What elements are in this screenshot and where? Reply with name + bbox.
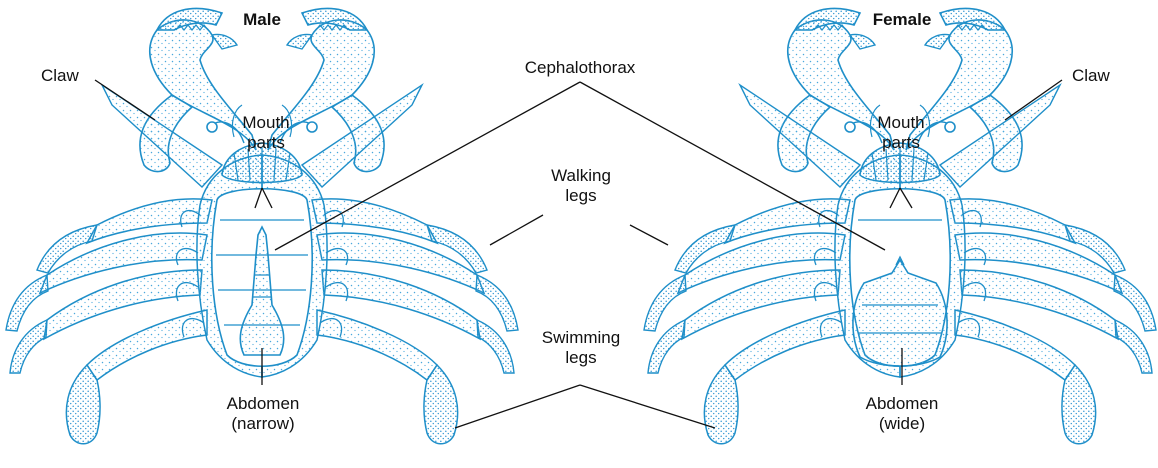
male-title: Male: [243, 10, 281, 30]
female-abdomen-label: Abdomen (wide): [866, 394, 939, 434]
leader-swimming-male: [455, 385, 580, 428]
female-title: Female: [873, 10, 932, 30]
swimming-legs-label: Swimming legs: [542, 328, 620, 368]
cephalothorax-label: Cephalothorax: [525, 58, 636, 78]
male-mouth-parts-label: Mouth parts: [242, 113, 289, 153]
male-claw-label: Claw: [41, 66, 79, 86]
female-claw-label: Claw: [1072, 66, 1110, 86]
leader-walking-male: [490, 215, 543, 245]
male-abdomen-label: Abdomen (narrow): [227, 394, 300, 434]
leader-swimming-female: [580, 385, 715, 428]
female-mouth-parts-label: Mouth parts: [877, 113, 924, 153]
leader-walking-female: [630, 225, 668, 245]
walking-legs-label: Walking legs: [551, 166, 611, 206]
